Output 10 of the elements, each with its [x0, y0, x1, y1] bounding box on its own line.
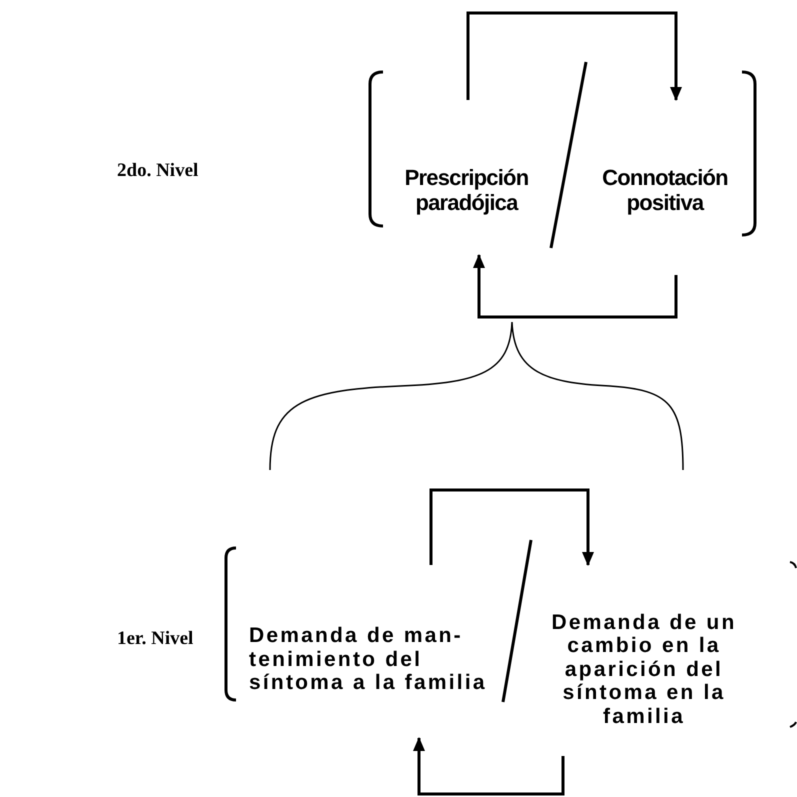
node-text: Prescripción paradójica: [404, 166, 530, 216]
level-label: 1er. Nivel: [117, 628, 194, 650]
arrow: [473, 254, 678, 318]
arrow: [466, 12, 682, 101]
node-text: Demanda de man- tenimiento del síntoma a la familia: [249, 624, 488, 695]
arrow: [413, 737, 564, 796]
arrow: [430, 488, 594, 566]
node-text: Connotación positiva: [601, 166, 729, 216]
node-text: Demanda de un cambio en la aparición del síntoma en la familia: [550, 610, 738, 728]
level-label: 2do. Nivel: [117, 160, 198, 182]
